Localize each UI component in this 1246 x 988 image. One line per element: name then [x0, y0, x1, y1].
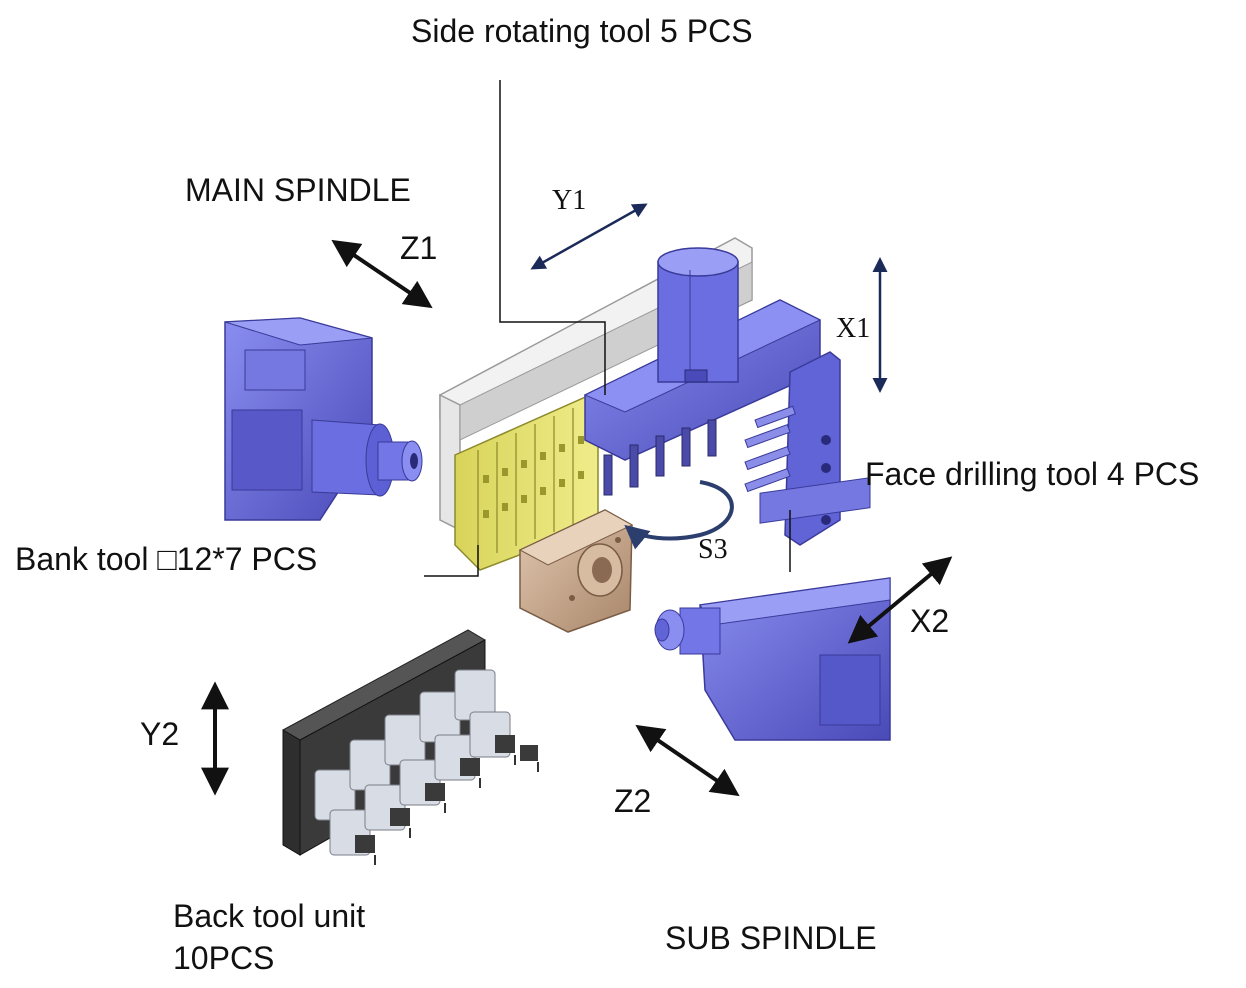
label-main-spindle: MAIN SPINDLE — [185, 172, 411, 208]
side-rotating-tool-leader — [499, 80, 606, 395]
label-z2: Z2 — [614, 783, 651, 819]
label-back-tool-line2: 10PCS — [173, 940, 274, 976]
label-bank-tool: Bank tool □12*7 PCS — [15, 541, 317, 577]
main-spindle-unit — [224, 317, 423, 521]
label-y2: Y2 — [140, 716, 179, 752]
label-s3: S3 — [698, 534, 728, 565]
label-z1: Z1 — [400, 230, 437, 266]
label-face-drilling-tool: Face drilling tool 4 PCS — [865, 456, 1199, 492]
label-sub-spindle: SUB SPINDLE — [665, 920, 877, 956]
bank-tool-leader — [424, 545, 479, 577]
y1-arrow — [530, 203, 648, 270]
workpiece — [518, 509, 634, 633]
leader-lines — [424, 80, 791, 577]
label-side-rotating-tool: Side rotating tool 5 PCS — [411, 13, 753, 49]
z2-arrow — [635, 724, 740, 797]
label-back-tool-line1: Back tool unit — [173, 898, 365, 934]
s3-rotation-arrow — [624, 480, 734, 550]
z1-arrow — [331, 239, 433, 309]
label-y1: Y1 — [552, 185, 586, 216]
side-rotating-tool-unit — [583, 247, 841, 546]
labels: Side rotating tool 5 PCS MAIN SPINDLE Z1… — [15, 13, 1199, 976]
label-x1: X1 — [836, 313, 870, 344]
back-tool-unit — [282, 629, 539, 865]
sub-spindle-unit — [654, 477, 891, 741]
axis-arrows — [201, 239, 953, 797]
label-x2: X2 — [910, 603, 949, 639]
thin-axis-arrows — [530, 203, 888, 393]
x2-arrow — [847, 556, 953, 644]
